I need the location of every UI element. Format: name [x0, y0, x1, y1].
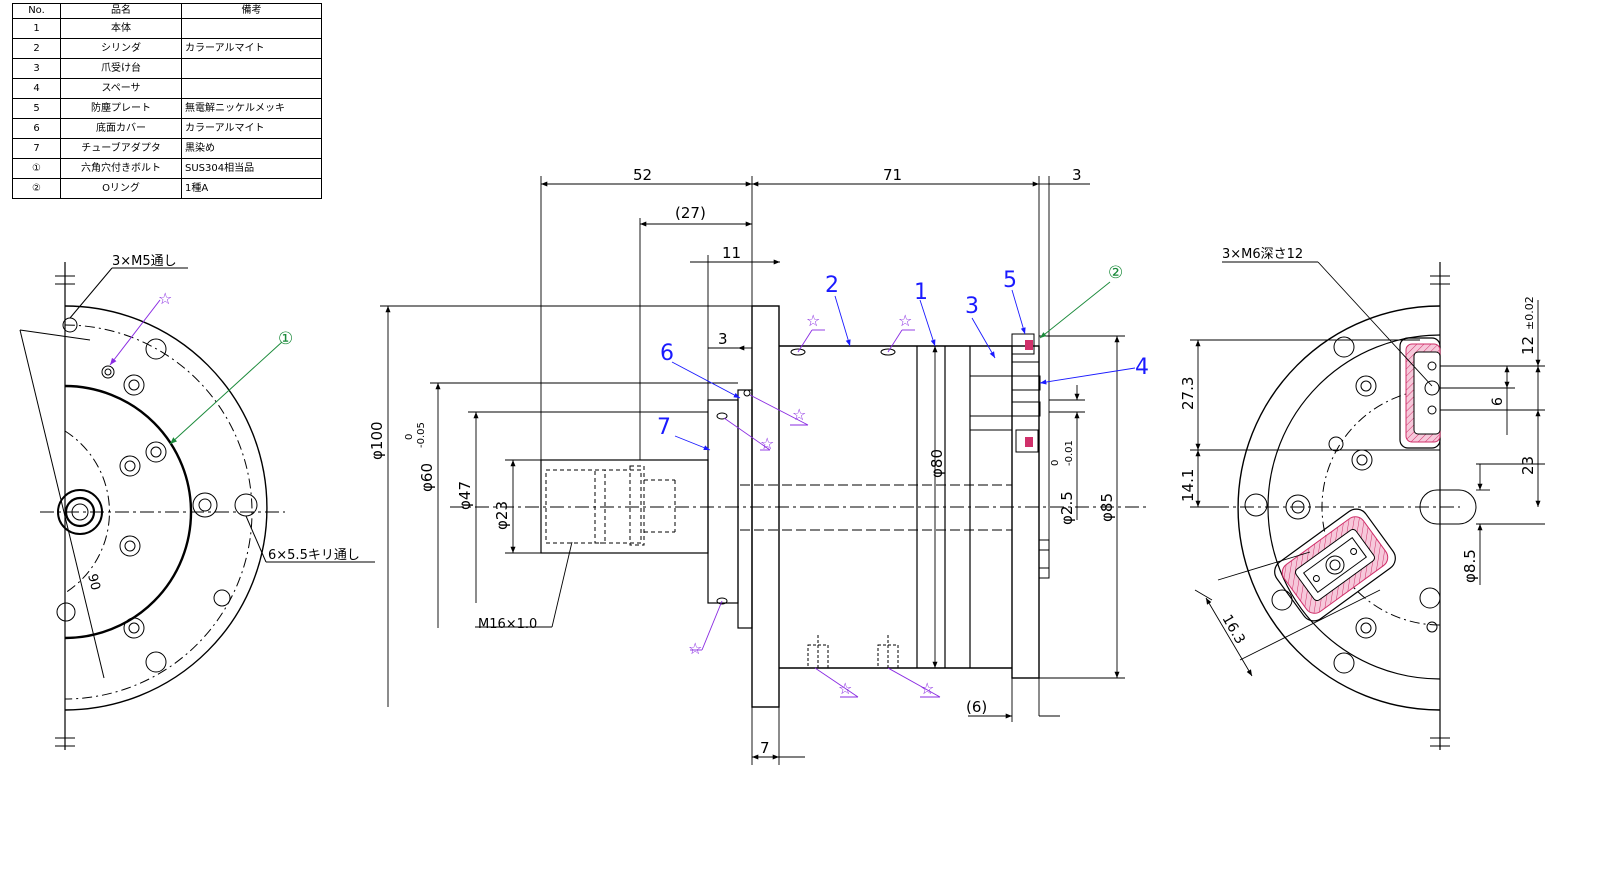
star-marker: ☆ — [898, 311, 912, 330]
dim-phi2-5-tol-lower: -0.01 — [1064, 440, 1075, 466]
dim-3-mid: 3 — [718, 330, 728, 348]
dim-7: 7 — [760, 739, 770, 757]
callout-m16: M16×1.0 — [478, 617, 537, 632]
dim-11: 11 — [722, 244, 741, 262]
dim-phi60-tol-lower: -0.05 — [416, 422, 427, 448]
star-marker: ☆ — [760, 434, 774, 453]
dim-23: 23 — [1519, 456, 1537, 475]
star-marker: ☆ — [920, 679, 934, 698]
callout-m5: 3×M5通し — [112, 254, 177, 269]
dim-90: 90 — [84, 572, 103, 592]
balloon-1: 1 — [914, 280, 928, 305]
dim-12: 12 — [1519, 336, 1537, 355]
left-view-leaders-color — [109, 299, 283, 445]
right-end-view — [1190, 261, 1545, 750]
dim-16-3: 16.3 — [1219, 612, 1248, 647]
parts-table-header: No. 品名 備考 — [12, 3, 322, 19]
dim-6: 6 — [1490, 397, 1506, 406]
balloon-4: 4 — [1135, 355, 1149, 380]
dim-phi2-5: φ2.5 — [1058, 491, 1076, 525]
callout-drill: 6×5.5キリ通し — [268, 548, 360, 563]
star-marker: ☆ — [688, 639, 702, 658]
row-note: 1種A — [181, 178, 322, 199]
dim-12-tol: ±0.02 — [1523, 296, 1536, 330]
balloon-7: 7 — [657, 415, 671, 440]
callout-m6: 3×M6深さ12 — [1222, 247, 1303, 262]
oring-section-lower — [1025, 437, 1033, 447]
dim-phi85: φ85 — [1098, 493, 1116, 522]
dim-52: 52 — [633, 166, 652, 184]
dim-phi47: φ47 — [456, 481, 474, 510]
star-marker: ☆ — [838, 679, 852, 698]
star-marker: ☆ — [806, 311, 820, 330]
bolt-holes-right — [1244, 336, 1441, 674]
left-end-view — [19, 262, 375, 750]
dim-3-top: 3 — [1072, 166, 1082, 184]
bolt-holes-left — [56, 317, 258, 673]
side-view-leaders-color — [671, 281, 1136, 698]
ref-bolt: ① — [278, 329, 293, 349]
star-marker: ☆ — [792, 405, 806, 424]
balloon-6: 6 — [660, 341, 674, 366]
dim-27: (27) — [675, 204, 706, 222]
dim-phi23: φ23 — [493, 501, 511, 530]
balloon-3: 3 — [965, 294, 979, 319]
balloon-2: 2 — [825, 273, 839, 298]
dim-phi2-5-tol-upper: 0 — [1050, 460, 1061, 466]
dim-phi100: φ100 — [368, 421, 386, 460]
dim-14-1: 14.1 — [1179, 469, 1197, 502]
dim-phi60: φ60 — [418, 463, 436, 492]
oring-section — [1025, 340, 1033, 350]
ref-oring: ② — [1108, 263, 1123, 283]
dim-phi80: φ80 — [928, 449, 946, 478]
dim-27-3: 27.3 — [1179, 377, 1197, 410]
dim-phi8-5: φ8.5 — [1461, 549, 1479, 583]
side-section-view — [380, 176, 1150, 765]
dim-6-bottom: (6) — [966, 698, 987, 716]
dim-71: 71 — [883, 166, 902, 184]
dim-phi60-tol-upper: 0 — [404, 434, 415, 440]
balloon-5: 5 — [1003, 268, 1017, 293]
star-marker: ☆ — [158, 289, 172, 308]
row-no: ② — [12, 178, 61, 199]
